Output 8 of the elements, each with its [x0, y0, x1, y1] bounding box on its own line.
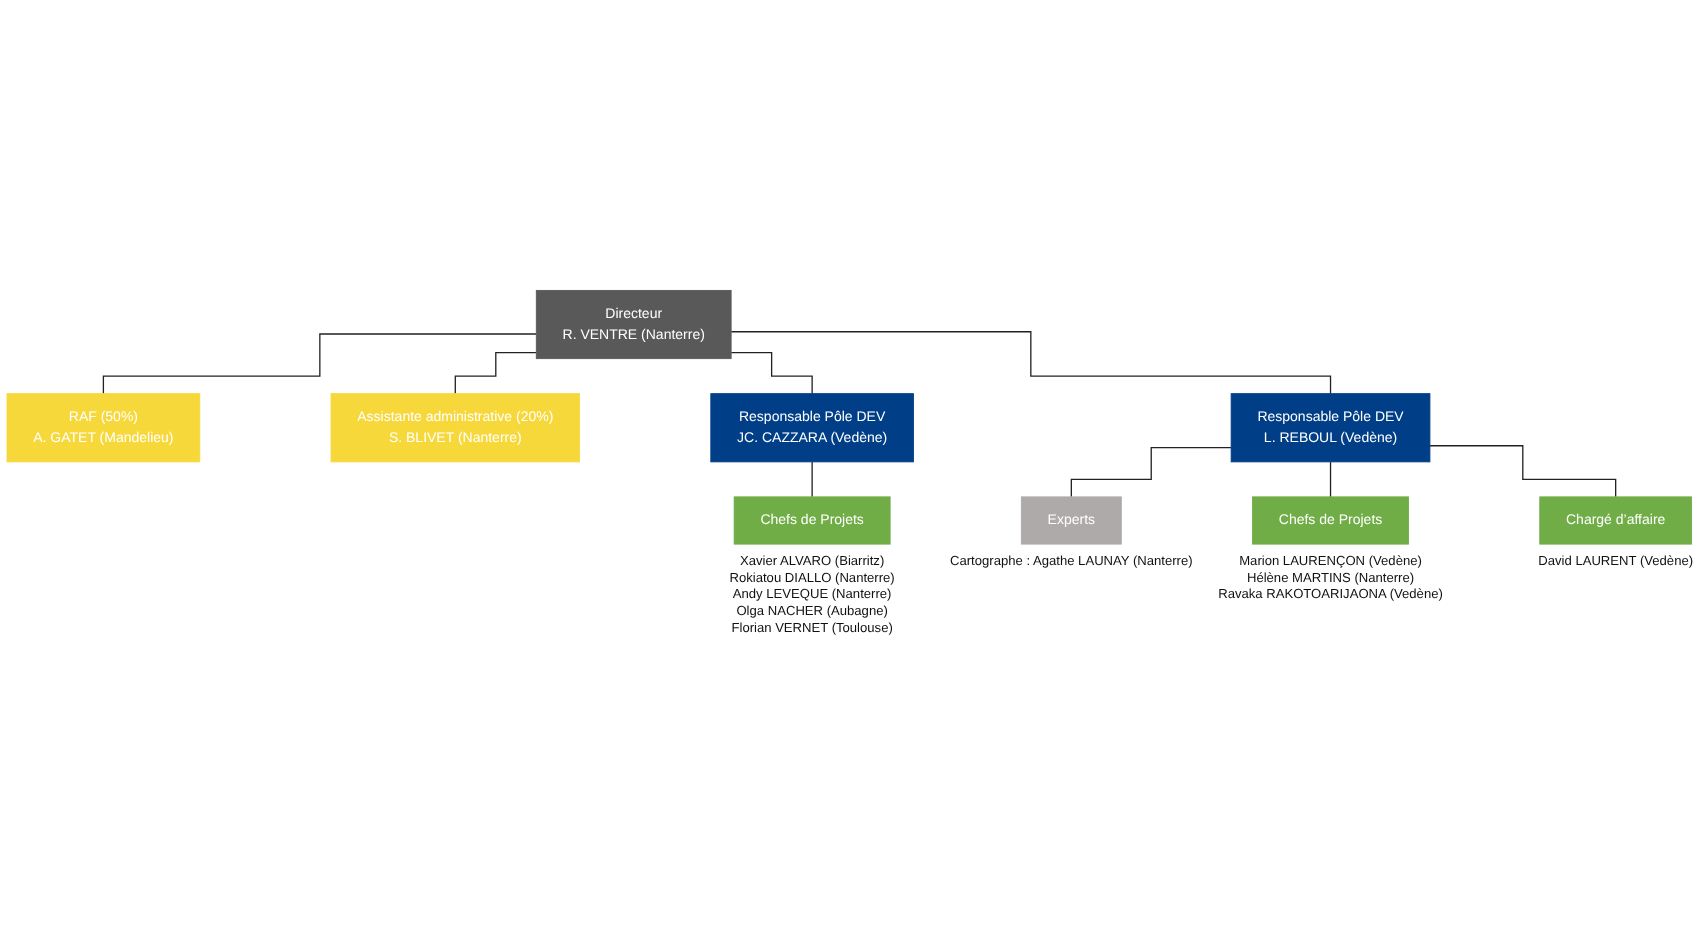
connector [102, 333, 537, 395]
connector [454, 352, 537, 395]
connector [730, 352, 813, 395]
connector [1429, 445, 1617, 498]
connector [1329, 461, 1332, 498]
connector [1070, 446, 1232, 498]
connector [730, 331, 1332, 395]
connector [811, 461, 813, 498]
